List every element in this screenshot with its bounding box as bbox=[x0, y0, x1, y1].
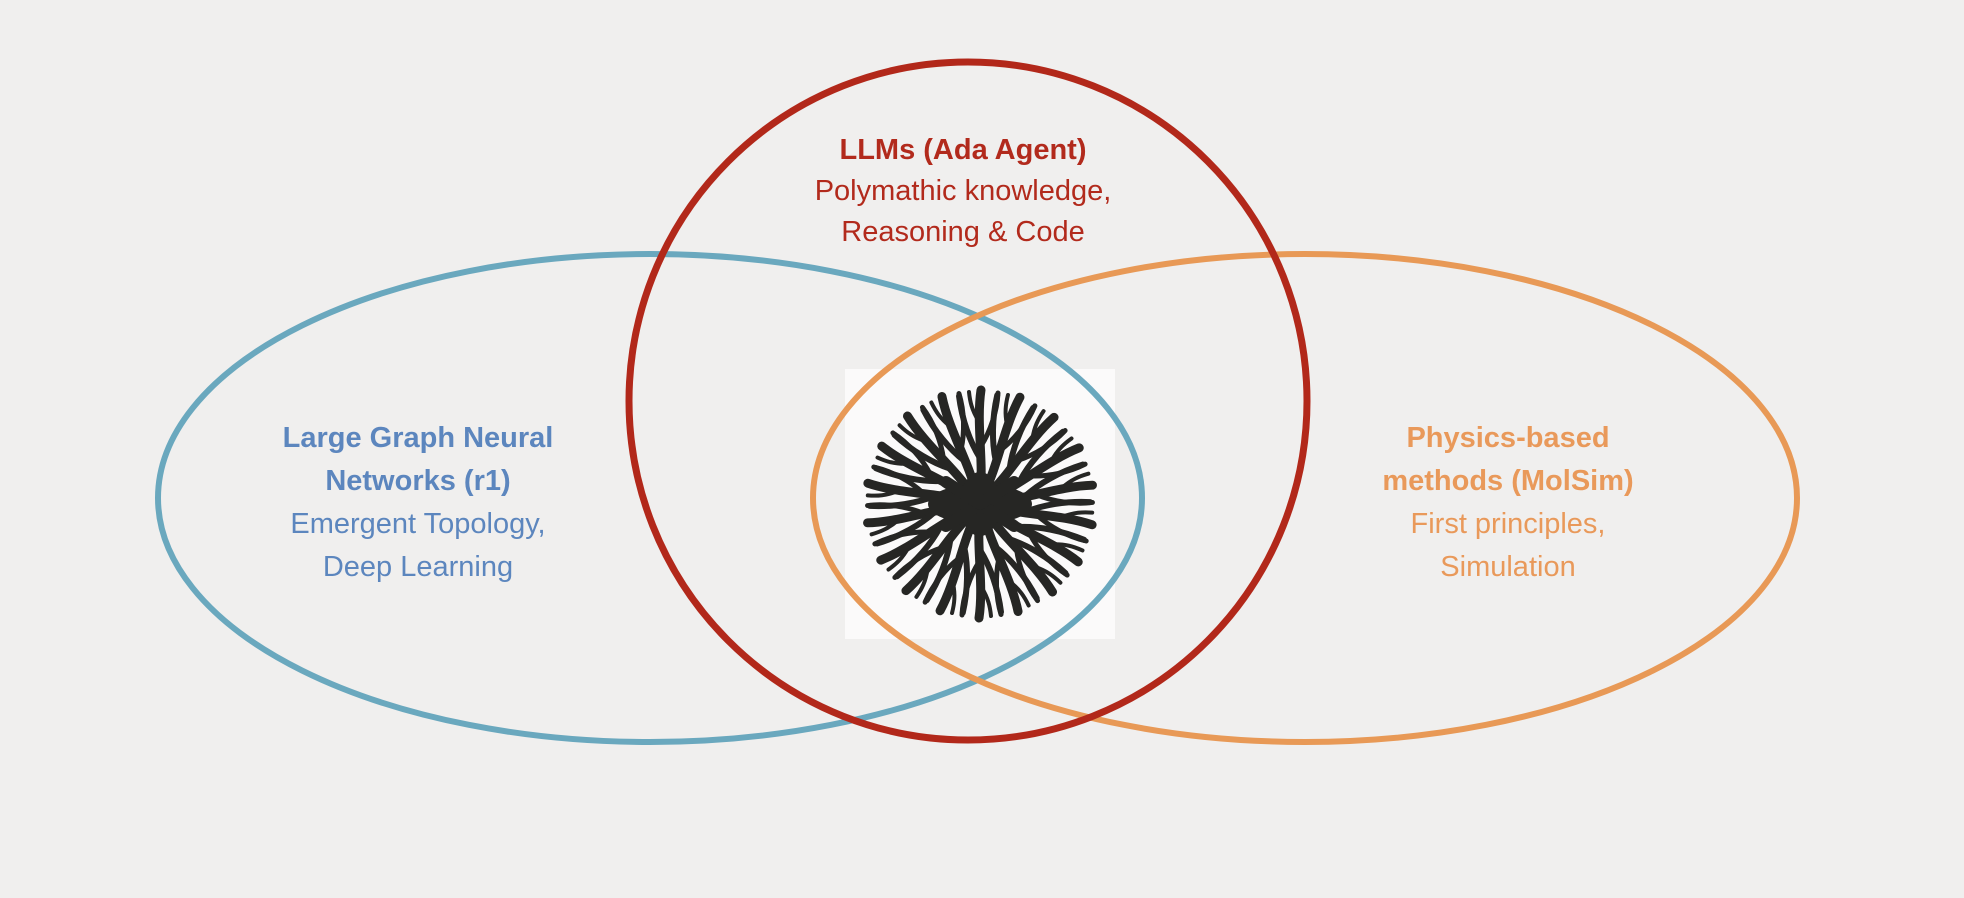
molsim-set-title-line2: methods (MolSim) bbox=[1382, 465, 1634, 497]
molsim-set-subtitle-line2: Simulation bbox=[1440, 551, 1576, 583]
gnn-set-label: Large Graph Neural Networks (r1) Emergen… bbox=[158, 417, 678, 589]
molsim-set-subtitle-line1: First principles, bbox=[1410, 508, 1606, 540]
gnn-set-subtitle-line1: Emergent Topology, bbox=[290, 508, 546, 540]
gnn-set-title-line1: Large Graph Neural bbox=[282, 422, 554, 454]
dendritic-pattern-icon bbox=[845, 369, 1115, 639]
llm-set-subtitle-line1: Polymathic knowledge, bbox=[814, 175, 1112, 207]
molsim-set-title-line1: Physics-based bbox=[1406, 422, 1610, 454]
gnn-set-title-line2: Networks (r1) bbox=[325, 465, 511, 497]
llm-set-title: LLMs (Ada Agent) bbox=[839, 134, 1087, 166]
llm-set-label: LLMs (Ada Agent) Polymathic knowledge, R… bbox=[703, 130, 1223, 253]
gnn-set-subtitle-line2: Deep Learning bbox=[322, 551, 514, 583]
center-pattern-image bbox=[845, 369, 1115, 639]
molsim-set-label: Physics-based methods (MolSim) First pri… bbox=[1248, 417, 1768, 589]
llm-set-subtitle-line2: Reasoning & Code bbox=[841, 216, 1085, 248]
